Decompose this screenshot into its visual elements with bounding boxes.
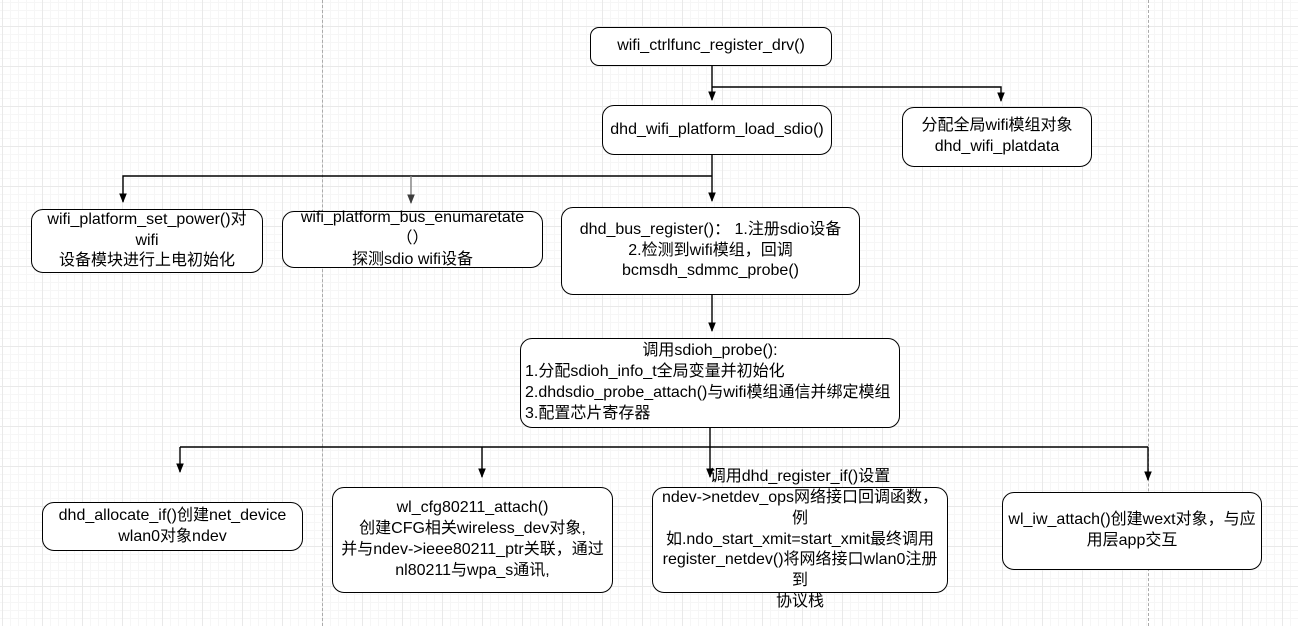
node-dhd-allocate-if[interactable]: dhd_allocate_if()创建net_device wlan0对象nde… [42, 502, 303, 551]
node-dhd-wifi-platform-load-sdio[interactable]: dhd_wifi_platform_load_sdio() [602, 105, 832, 155]
edge-loadsdio-to-setpower [119, 175, 712, 203]
node-wl-iw-attach[interactable]: wl_iw_attach()创建wext对象，与应 用层app交互 [1002, 492, 1262, 570]
node-dhd-bus-register[interactable]: dhd_bus_register()： 1.注册sdio设备 2.检测到wifi… [561, 207, 860, 295]
node-wifi-platform-bus-enumaretate[interactable]: wifi_platform_bus_enumaretate （） 探测sdio … [282, 209, 543, 268]
node-sdioh-probe-title: 调用sdioh_probe(): [642, 342, 778, 360]
edge-ctrlfunc-to-platdata [712, 86, 1005, 102]
node-dhd-register-if[interactable]: 调用dhd_register_if()设置 ndev->netdev_ops网络… [652, 468, 948, 610]
page-guide-left [322, 0, 323, 626]
page-guide-right [1148, 0, 1149, 626]
node-wifi-platform-set-power[interactable]: wifi_platform_set_power()对wifi 设备模块进行上电初… [31, 209, 263, 273]
node-sdioh-probe-body: 1.分配sdioh_info_t全局变量并初始化 2.dhdsdio_probe… [525, 363, 891, 422]
node-wl-cfg80211-attach[interactable]: wl_cfg80211_attach() 创建CFG相关wireless_dev… [332, 487, 613, 593]
node-wifi-ctrlfunc-register-drv[interactable]: wifi_ctrlfunc_register_drv() [590, 27, 832, 66]
node-sdioh-probe[interactable]: 调用sdioh_probe(): 1.分配sdioh_info_t全局变量并初始… [520, 338, 900, 428]
node-dhd-wifi-platdata[interactable]: 分配全局wifi模组对象 dhd_wifi_platdata [902, 107, 1092, 167]
